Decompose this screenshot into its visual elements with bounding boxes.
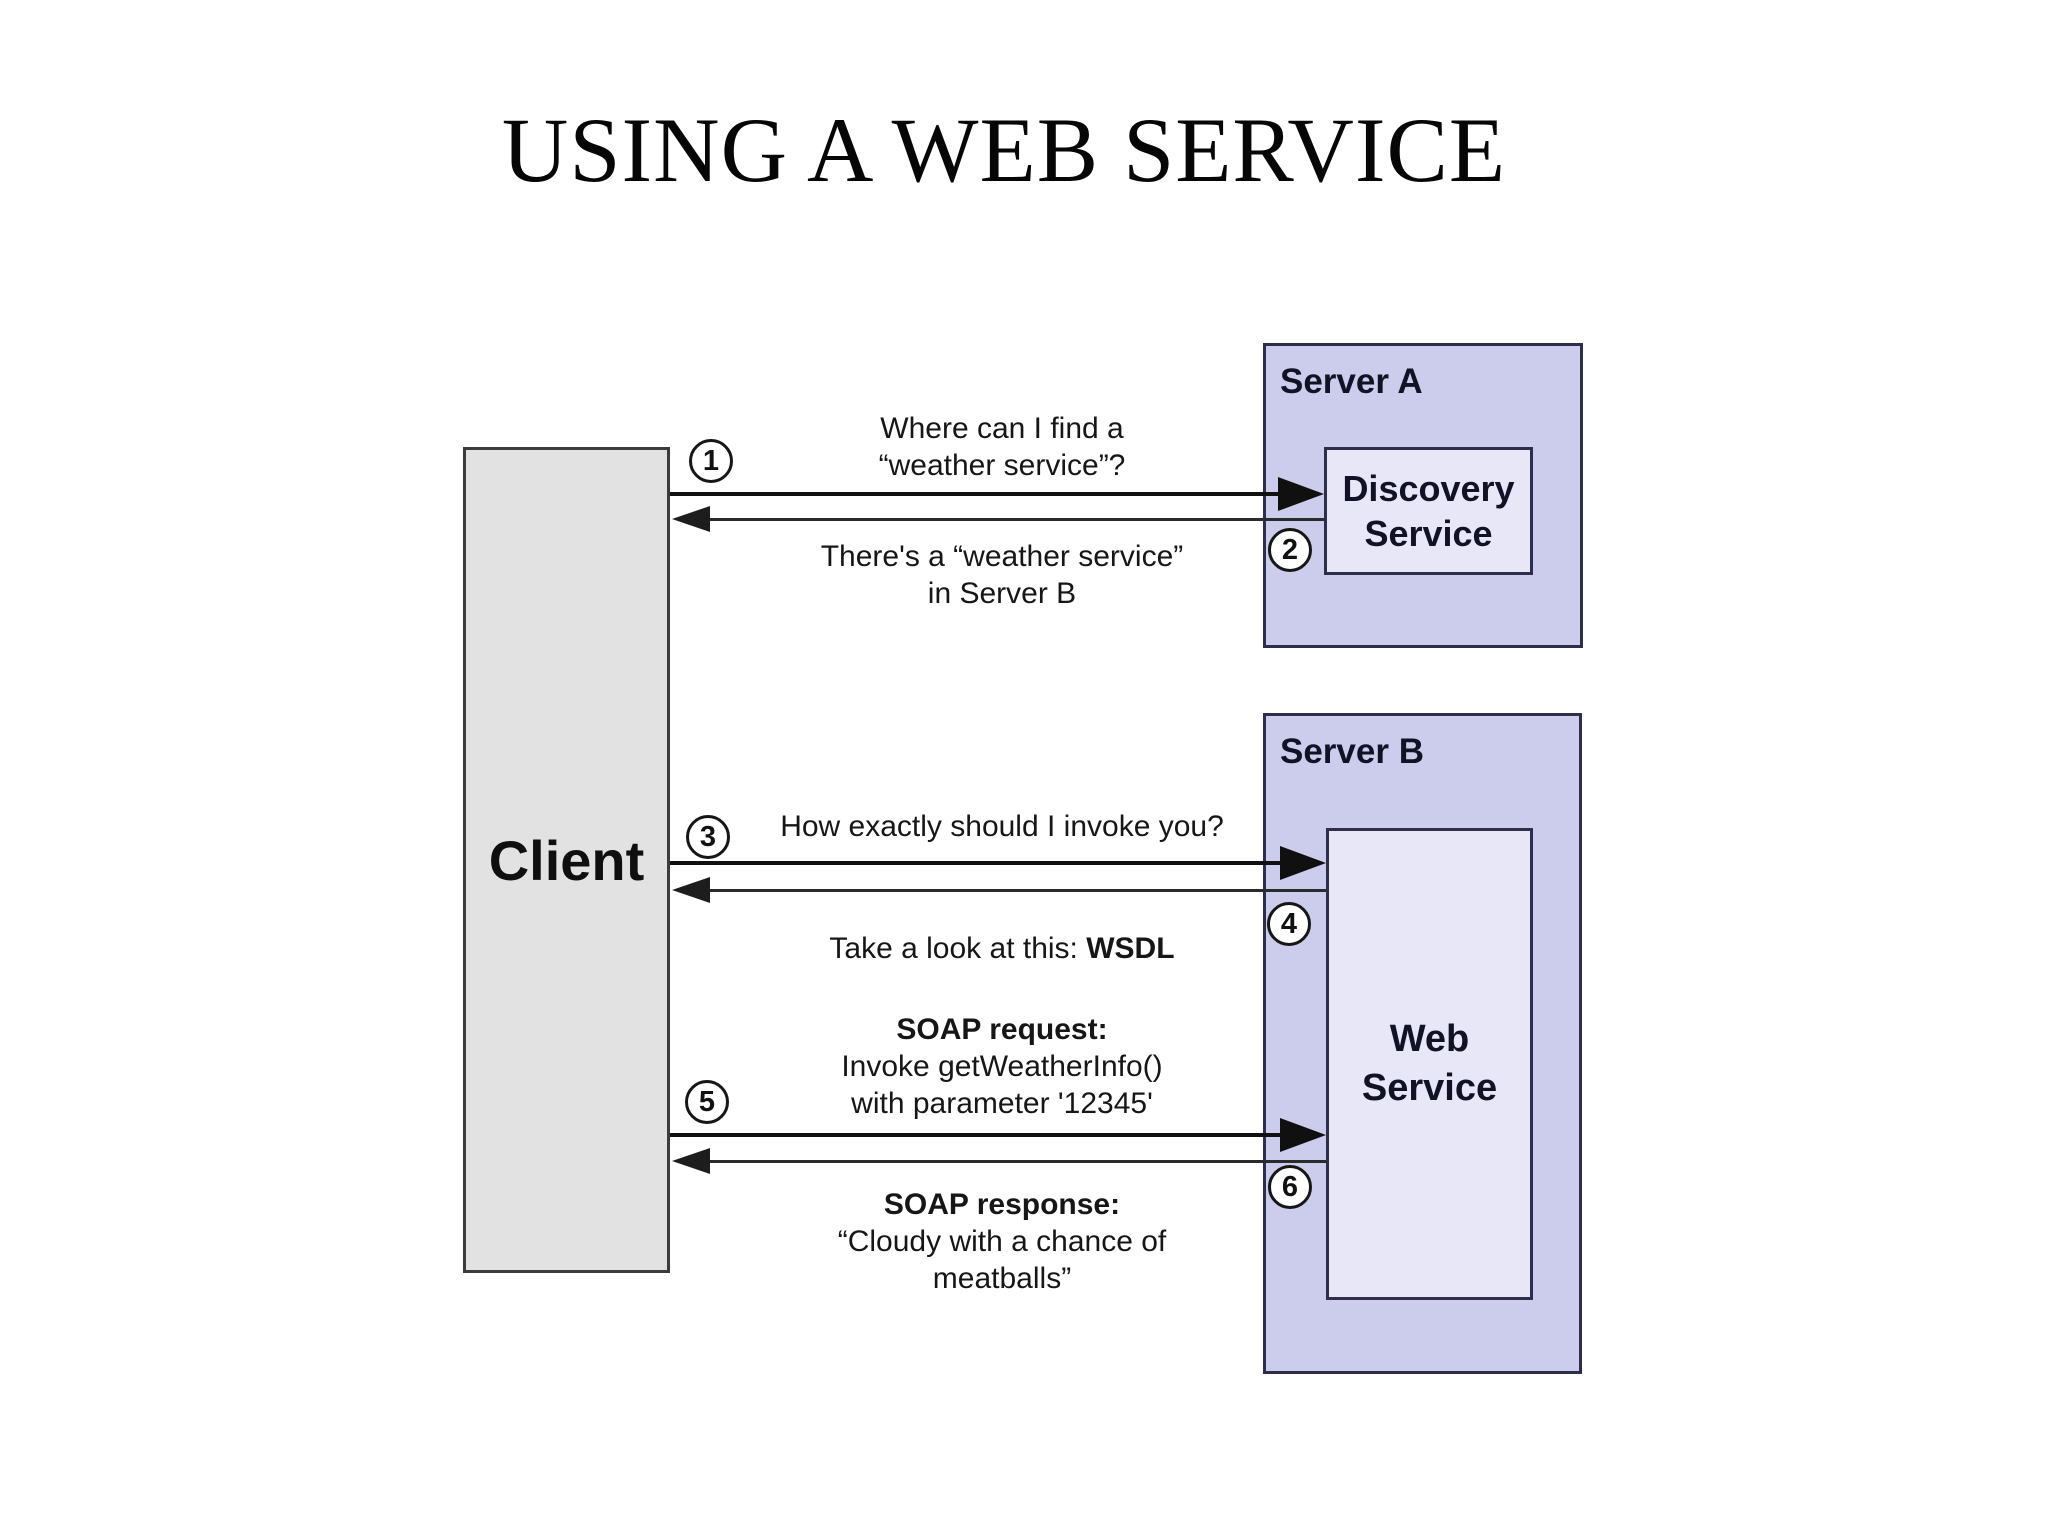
arrow-4-left-arrowhead-icon xyxy=(672,877,710,903)
web-service-label: Web Service xyxy=(1361,1017,1498,1109)
arrow-4-line xyxy=(710,889,1326,892)
arrow-1-line xyxy=(670,492,1278,496)
step-2-badge: 2 xyxy=(1268,528,1312,572)
client-box: Client xyxy=(463,447,670,1273)
message-3-text: How exactly should I invoke you? xyxy=(640,808,1364,845)
step-3-badge: 3 xyxy=(686,815,730,859)
arrow-6-left-arrowhead-icon xyxy=(672,1148,710,1174)
message-5-line-1: Invoke getWeatherInfo() xyxy=(841,1050,1163,1083)
step-5-number: 5 xyxy=(698,1085,716,1118)
arrow-6-line xyxy=(710,1160,1326,1163)
server-a-label: Server A xyxy=(1280,362,1423,401)
server-b-label: Server B xyxy=(1280,732,1424,771)
message-4-emphasis: WSDL xyxy=(1086,932,1175,965)
arrow-5-right-arrowhead-icon xyxy=(1280,1118,1326,1152)
step-6-badge: 6 xyxy=(1268,1165,1312,1209)
message-1-line-2: “weather service”? xyxy=(878,449,1126,482)
arrow-3-right-arrowhead-icon xyxy=(1280,846,1326,880)
arrow-5-line xyxy=(670,1133,1280,1137)
web-service-box: Web Service xyxy=(1326,828,1533,1300)
arrow-2-line xyxy=(710,518,1324,521)
message-4-line-1: Take a look at this: WSDL xyxy=(640,930,1364,967)
message-4-text: Take a look at this: WSDL xyxy=(640,930,1364,967)
arrow-2-left-arrowhead-icon xyxy=(672,506,710,532)
step-4-badge: 4 xyxy=(1267,902,1311,946)
message-4-prefix: Take a look at this: xyxy=(829,932,1087,965)
message-2-line-2: in Server B xyxy=(927,577,1077,610)
discovery-service-label: Discovery Service xyxy=(1342,468,1515,554)
step-4-number: 4 xyxy=(1280,907,1298,940)
message-5-text: SOAP request: Invoke getWeatherInfo() wi… xyxy=(640,1011,1364,1122)
arrow-3-line xyxy=(670,861,1280,865)
step-1-number: 1 xyxy=(702,444,720,477)
discovery-service-box: Discovery Service xyxy=(1324,447,1533,575)
page-title: USING A WEB SERVICE xyxy=(501,99,1507,201)
client-label: Client xyxy=(488,828,645,892)
step-3-number: 3 xyxy=(699,820,717,853)
message-3-line-1: How exactly should I invoke you? xyxy=(780,810,1224,843)
message-5-heading: SOAP request: xyxy=(896,1013,1108,1046)
message-6-text: SOAP response: “Cloudy with a chance of … xyxy=(640,1186,1364,1297)
message-1-line-1: Where can I find a xyxy=(880,412,1124,445)
message-2-text: There's a “weather service” in Server B xyxy=(640,538,1364,612)
arrow-1-right-arrowhead-icon xyxy=(1278,477,1324,511)
message-5-line-2: with parameter '12345' xyxy=(851,1087,1153,1120)
message-2-line-1: There's a “weather service” xyxy=(820,540,1184,573)
message-1-text: Where can I find a “weather service”? xyxy=(640,410,1364,484)
message-6-line-2: meatballs” xyxy=(932,1262,1072,1295)
message-6-heading: SOAP response: xyxy=(883,1188,1121,1221)
step-5-badge: 5 xyxy=(685,1080,729,1124)
step-2-number: 2 xyxy=(1281,533,1299,566)
step-1-badge: 1 xyxy=(689,439,733,483)
message-6-line-1: “Cloudy with a chance of xyxy=(837,1225,1167,1258)
step-6-number: 6 xyxy=(1281,1170,1299,1203)
